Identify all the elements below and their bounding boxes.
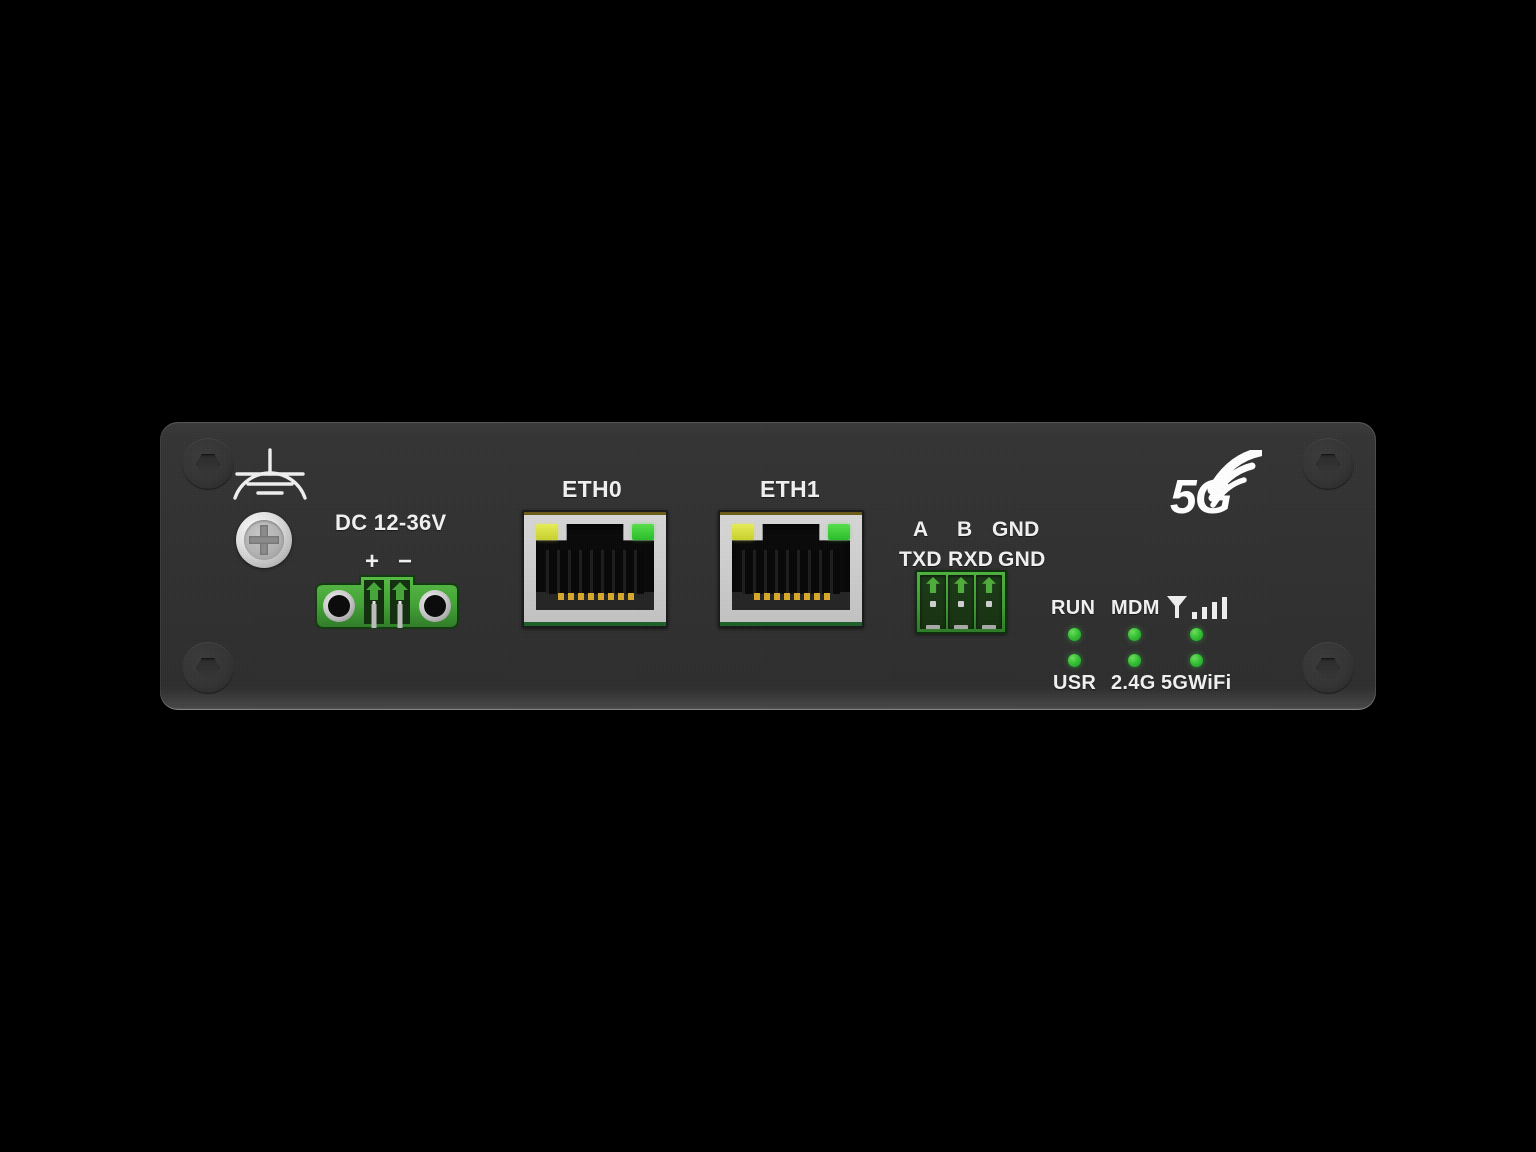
terminal-slot-3[interactable] [976,575,1002,629]
eth0-label: ETH0 [562,476,622,502]
rj45-port-eth0[interactable] [522,510,668,628]
5g-logo: 5G [1170,450,1262,532]
hex-screw-top-right [1302,438,1354,490]
serial-terminal-connector[interactable] [915,570,1007,634]
eth1-label: ETH1 [760,476,820,502]
terminal-slot-2[interactable] [948,575,974,629]
led-label-usr: USR [1053,672,1097,694]
phillips-head-icon [244,520,284,560]
signal-waves-icon [1207,450,1262,508]
terminal-foot [982,625,996,629]
power-negative-label: − [398,548,413,575]
rj45-contact-fins [546,550,644,594]
rj45-cavity [536,524,654,610]
serial-label-gnd-rs232: GND [998,548,1046,571]
wifi-24g-led [1128,654,1141,667]
serial-label-txd: TXD [899,548,942,571]
power-terminal-connector[interactable] [308,574,466,632]
5g-logo-text: 5G [1170,471,1232,524]
device-front-panel: DC 12-36V + − [160,422,1376,710]
hex-socket-icon [1316,453,1340,475]
mdm-led [1128,628,1141,641]
rj45-gold-pins [558,593,634,600]
hex-socket-icon [196,453,220,475]
terminal-clip-icon [926,577,940,593]
hex-socket-icon [1316,657,1340,679]
signal-led [1190,628,1203,641]
terminal-screw [930,601,936,607]
usr-led [1068,654,1081,667]
serial-label-gnd-rs485: GND [992,518,1040,541]
eth1-link-led-yellow [732,524,754,540]
rj45-port-eth1[interactable] [718,510,864,628]
hex-socket-icon [196,657,220,679]
power-voltage-label: DC 12-36V [335,510,447,535]
ground-screw[interactable] [236,512,292,568]
terminal-screw [958,601,964,607]
led-label-24g: 2.4G [1111,672,1156,694]
led-label-run: RUN [1051,597,1096,619]
signal-bars-icon [1167,596,1227,619]
led-label-mdm: MDM [1111,597,1160,619]
eth0-link-led-yellow [536,524,558,540]
serial-label-a: A [913,518,929,541]
eth1-activity-led-green [828,524,850,540]
protective-earth-icon [233,448,307,500]
led-label-5gwifi: 5GWiFi [1161,672,1232,694]
rj45-cavity [732,524,850,610]
wifi-5g-led [1190,654,1203,667]
power-positive-label: + [365,548,380,575]
run-led [1068,628,1081,641]
terminal-screw [986,601,992,607]
terminal-foot [926,625,940,629]
hex-screw-bottom-right [1302,642,1354,694]
serial-label-b: B [957,518,973,541]
rj45-contact-fins [742,550,840,594]
hex-screw-top-left [182,438,234,490]
eth0-activity-led-green [632,524,654,540]
terminal-foot [954,625,968,629]
rj45-gold-pins [754,593,830,600]
terminal-slot-1[interactable] [920,575,946,629]
serial-label-rxd: RXD [948,548,994,571]
terminal-clip-icon [982,577,996,593]
terminal-clip-icon [954,577,968,593]
hex-screw-bottom-left [182,642,234,694]
